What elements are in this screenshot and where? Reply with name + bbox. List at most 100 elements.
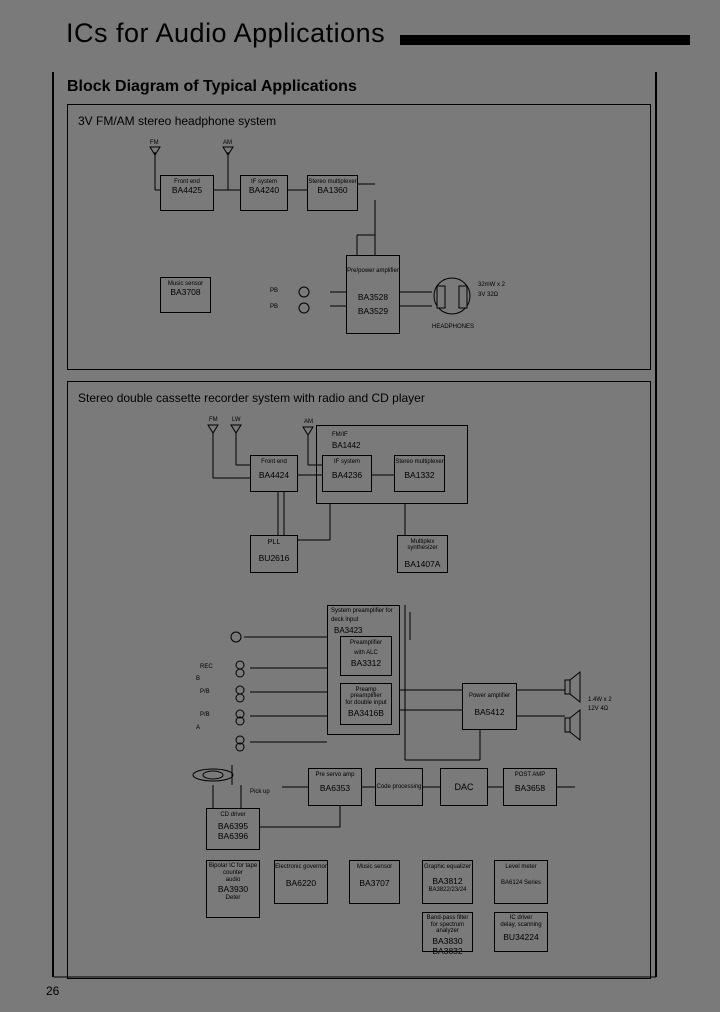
p2-mpx-ic: BA1407A xyxy=(404,559,441,569)
p1-power-block: Pre/power amplifier BA3528 BA3529 xyxy=(346,255,400,334)
p2-electronic-governor-block: Electronic governor BA6220 xyxy=(274,860,328,904)
panel1-title: 3V FM/AM stereo headphone system xyxy=(78,114,277,128)
p2-speaker-spec2: 12V 4Ω xyxy=(588,706,609,712)
p2-poweramp-label: Power amplifier xyxy=(468,693,511,699)
p2-musicsensor-label: Music sensor xyxy=(356,864,393,870)
p2-level-label: Level meter xyxy=(505,864,537,870)
p2-level-meter-block: Level meter BA6124 Series xyxy=(494,860,548,904)
p2-eleccover-label: Electronic governor xyxy=(275,864,327,870)
p1-stereo-block: Stereo multiplexer BA1360 xyxy=(307,175,358,211)
p1-stereo-ic: BA1360 xyxy=(317,185,348,195)
p2-graphic-label: Graphic equalizer xyxy=(423,864,472,870)
p2-sysamp-ic: BA3423 xyxy=(334,626,363,635)
p1-ifsystem-label: IF system xyxy=(250,179,277,185)
p2-frontend-ic: BA4424 xyxy=(258,470,290,480)
p2-bandpass-filter-block: Band-pass filter for spectrum analyzer B… xyxy=(422,912,473,956)
header-rule xyxy=(400,35,690,45)
p2-sysamp-label1: System preamplifier for xyxy=(331,608,393,614)
p1-ifsystem-ic: BA4240 xyxy=(248,185,280,195)
p2-graphic-ic1: BA3812 xyxy=(432,876,463,886)
p2-prevamp-label1: Preamp preamplifier xyxy=(350,687,382,699)
p2-tape-label1: Bipolar IC for tape xyxy=(208,863,258,869)
p2-prevamp-ic: BA3416B xyxy=(348,708,384,718)
p2-music-sensor-block: Music sensor BA3707 xyxy=(349,860,400,904)
p1-music-ic: BA3708 xyxy=(170,287,201,297)
p2-sysamp-label2: deck input xyxy=(331,617,359,623)
p2-code-processing-block: Code processing xyxy=(375,768,423,806)
p2-dac-block: DAC xyxy=(440,768,488,806)
p2-prevamp-label2: for double input xyxy=(345,700,387,706)
p2-mpx-label: Multiplex synthesizer xyxy=(407,539,438,551)
p2-cd-driver-block: CD driver BA6395 BA6396 xyxy=(206,808,260,850)
panel-headphone-system xyxy=(67,104,651,370)
p2-rec-head-label: REC xyxy=(200,664,213,670)
p2-preservo-label: Pre servo amp xyxy=(315,772,355,778)
p2-preamp-alc-block: Preamplifier with ALC BA3312 xyxy=(340,636,392,676)
section-heading: Block Diagram of Typical Applications xyxy=(67,78,357,95)
p1-music-sensor-block: Music sensor BA3708 xyxy=(160,277,211,313)
p2-bandpass-label1: Band-pass filter xyxy=(426,915,469,921)
p2-am-antenna-label: AM xyxy=(304,419,313,425)
p2-stereo-block: Stereo multiplexer BA1332 xyxy=(394,455,445,492)
p2-stereo-label: Stereo multiplexer xyxy=(395,459,444,465)
p2-musicsensor-ic: BA3707 xyxy=(359,878,390,888)
p1-power-label: Pre/power amplifier xyxy=(347,268,399,274)
p1-power-ic1: BA3528 xyxy=(357,292,389,302)
p1-speaker-spec1: 32mW x 2 xyxy=(478,282,506,288)
p2-preamp-label2: with ALC xyxy=(354,650,378,656)
p2-pll-ic: BU2616 xyxy=(258,553,290,563)
p1-speaker-spec2: 3V 32Ω xyxy=(478,292,499,298)
p2-pb-head-label: P/B xyxy=(200,689,210,695)
p1-frontend-ic: BA4425 xyxy=(171,185,203,195)
p2-preamp-ic: BA3312 xyxy=(350,658,382,668)
p2-level-ic: BA6124 Series xyxy=(500,880,542,886)
p2-frontend-label: Front end xyxy=(261,459,287,465)
p2-tape-label4: Deter xyxy=(225,895,241,901)
p2-eleccover-ic: BA6220 xyxy=(285,878,317,888)
p2-graphic-eq-block: Graphic equalizer BA3812 BA3822/23/24 xyxy=(422,860,473,904)
p2-tape-counter-block: Bipolar IC for tape counter audio BA3930… xyxy=(206,860,260,918)
p2-pre-servo-block: Pre servo amp BA6353 xyxy=(308,768,362,806)
p2-post-amp-block: POST AMP BA3658 xyxy=(503,768,557,806)
p2-lw-antenna-label: LW xyxy=(232,417,241,423)
p2-postamp-ic: BA3658 xyxy=(514,783,546,793)
page-header-title: ICs for Audio Applications xyxy=(66,18,386,48)
p2-preamp-label1: Preamplifier xyxy=(349,640,382,646)
panel2-title: Stereo double cassette recorder system w… xyxy=(78,391,425,405)
p2-fmif-label: FM/IF xyxy=(332,432,348,438)
p2-ifsystem-label: IF system xyxy=(333,459,360,465)
p2-icdriver-ic: BU34224 xyxy=(503,932,539,942)
p1-am-antenna-label: AM xyxy=(223,140,232,146)
p2-bandpass-ic2: BA3832 xyxy=(432,946,463,956)
p2-mpx-block: Multiplex synthesizer BA1407A xyxy=(397,535,448,573)
p2-fm-antenna-label: FM xyxy=(209,417,218,423)
right-margin-rule xyxy=(655,72,657,977)
p2-channel-a-label: A xyxy=(196,725,201,731)
p2-power-amp-block: Power amplifier BA5412 xyxy=(462,683,517,730)
p2-cddriver-ic2: BA6396 xyxy=(217,831,249,841)
p2-preservo-ic: BA6353 xyxy=(319,783,351,793)
p2-pb2-head-label: P/B xyxy=(200,712,210,718)
p2-bandpass-label2: for spectrum analyzer xyxy=(430,922,465,934)
p2-cddriver-label: CD driver xyxy=(220,812,246,818)
p2-ic-driver-block: IC driver delay, scanning BU34224 xyxy=(494,912,548,952)
p2-speaker-spec1: 1.4W x 2 xyxy=(588,697,612,703)
p2-poweramp-ic: BA5412 xyxy=(474,707,505,717)
p2-icdriver-label2: delay, scanning xyxy=(500,922,542,928)
p2-cdproc-label: Code processing xyxy=(376,784,422,790)
p2-channel-b-label: B xyxy=(196,676,201,682)
p2-fmif-ic: BA1442 xyxy=(332,441,361,450)
p2-tape-label3: audio xyxy=(225,877,241,883)
p2-pll-block: PLL BU2616 xyxy=(250,535,298,573)
left-margin-rule xyxy=(52,72,54,977)
p2-frontend-block: Front end BA4424 xyxy=(250,455,298,492)
p2-pll-label: PLL xyxy=(267,539,281,546)
p2-fmif-group: FM/IF BA1442 xyxy=(316,425,468,504)
p1-head-b-label: PB xyxy=(270,304,279,310)
p2-pickup-label: Pick up xyxy=(250,789,270,795)
p1-frontend-label: Front end xyxy=(174,179,200,185)
p2-tape-label2: counter xyxy=(222,870,243,876)
p2-dac-label: DAC xyxy=(454,782,474,792)
p2-ifsystem-ic: BA4236 xyxy=(331,470,363,480)
